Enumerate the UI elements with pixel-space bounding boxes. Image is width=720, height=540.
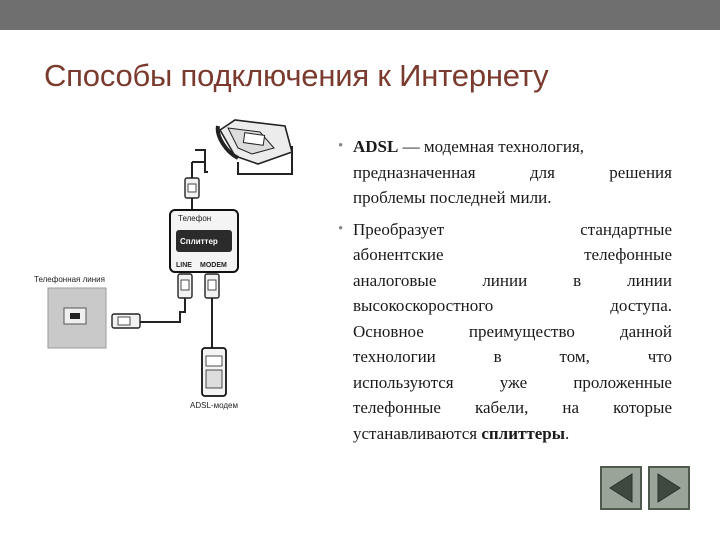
text-line: проблемы последней мили. [353, 188, 552, 207]
adsl-connection-diagram: Телефон Сплиттер LINE MODEM Телефонная л… [30, 112, 330, 422]
slide-content: • ADSL — модемная технология, предназнач… [338, 134, 672, 452]
bullet-dot: • [338, 138, 344, 154]
adsl-modem-label: ADSL-модем [190, 401, 238, 410]
bullet-adsl: • ADSL — модемная технология, предназнач… [338, 134, 672, 211]
modem-plug-icon [204, 273, 220, 299]
phone-line-label: Телефонная линия [34, 275, 105, 284]
line-cable [140, 297, 186, 323]
line-plug-icon [177, 273, 193, 299]
triangle-left-icon [609, 473, 633, 503]
previous-slide-button[interactable] [600, 466, 642, 510]
term-adsl: ADSL [353, 137, 399, 156]
slide-title: Способы подключения к Интернету [44, 58, 549, 93]
triangle-right-icon [657, 473, 681, 503]
term-splitters: сплиттеры [481, 423, 565, 443]
splitter-device [169, 209, 239, 273]
adsl-modem-icon [201, 347, 227, 397]
splitter-label: Сплиттер [180, 237, 218, 246]
wall-socket-icon [47, 287, 107, 349]
splitter-phone-port-label: Телефон [178, 214, 211, 223]
socket-plug-icon [111, 313, 141, 329]
text-line: устанавливаются сплиттеры. [353, 423, 570, 443]
telephone-icon [215, 119, 293, 165]
diagram-svg: Телефон Сплиттер LINE MODEM Телефонная л… [34, 119, 293, 410]
top-bar [0, 0, 720, 30]
text-line: ADSL — модемная технология, [353, 137, 585, 156]
splitter-line-port-label: LINE [176, 262, 192, 269]
next-slide-button[interactable] [648, 466, 690, 510]
bullet-dot: • [338, 220, 344, 237]
phone-plug-icon [184, 177, 200, 199]
splitter-modem-port-label: MODEM [200, 262, 227, 269]
